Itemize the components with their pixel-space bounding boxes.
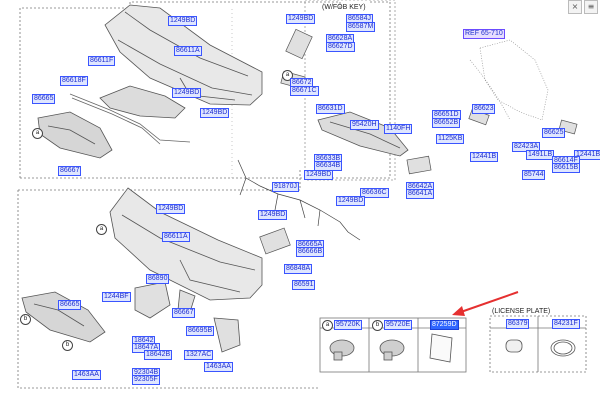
part-label[interactable]: 86631D (316, 104, 345, 114)
pad-image (429, 333, 453, 363)
reference-label[interactable]: REF 65-710 (463, 29, 505, 39)
part-label[interactable]: 1463AA (72, 370, 101, 380)
part-label[interactable]: 1463AA (204, 362, 233, 372)
part-label[interactable]: 1249BD (168, 16, 198, 26)
part-label[interactable]: 86611F (88, 56, 116, 66)
part-label[interactable]: 1249BD (336, 196, 366, 206)
part-label[interactable]: 1327AC (184, 350, 214, 360)
part-label[interactable]: 86611A (162, 232, 190, 242)
part-label[interactable]: 1140FH (384, 124, 413, 134)
part-label[interactable]: 85744 (522, 170, 546, 180)
front-lower-grille (99, 85, 186, 119)
part-label[interactable]: 95420H (350, 120, 379, 130)
part-label[interactable]: 1249BD (156, 204, 186, 214)
license-plate-caption: (LICENSE PLATE) (492, 308, 551, 315)
part-label[interactable]: 18642B (144, 350, 173, 360)
callout-b: b (372, 320, 383, 331)
menu-icon[interactable]: ≡ (584, 0, 598, 14)
front-strip (69, 93, 191, 145)
part-label[interactable]: 86666B (296, 247, 325, 257)
part-label[interactable]: 86625 (542, 128, 566, 138)
front-beam (317, 111, 409, 157)
rear-brackets (134, 281, 241, 353)
part-label[interactable]: 86652B (432, 118, 461, 128)
part-label[interactable]: 86848A (284, 264, 313, 274)
part-label[interactable]: 1249BD (286, 14, 316, 24)
part-label[interactable]: 1249BD (172, 88, 202, 98)
part-label[interactable]: 95720E (384, 320, 413, 330)
part-label[interactable]: 86671C (290, 86, 319, 96)
part-label[interactable]: 86379 (506, 319, 530, 329)
part-label[interactable]: 86623 (472, 104, 496, 114)
part-label[interactable]: 1249BD (200, 108, 230, 118)
part-label[interactable]: 12441B (574, 150, 600, 160)
part-label[interactable]: 84231F (552, 319, 580, 329)
rear-section-frame (17, 170, 320, 389)
front-skid-plate (37, 111, 113, 159)
close-icon[interactable]: × (568, 0, 582, 14)
rear-bumper-cover (109, 187, 263, 301)
part-label[interactable]: 92305F (132, 375, 160, 385)
part-label-selected[interactable]: 87259D (430, 320, 459, 330)
callout-a: a (32, 128, 43, 139)
part-label[interactable]: 86665 (32, 94, 56, 104)
wfob-key-caption: (W/FOB KEY) (322, 4, 366, 11)
part-label[interactable]: 86695B (186, 326, 215, 336)
part-label[interactable]: 86627D (326, 42, 355, 52)
part-label[interactable]: 86618F (60, 76, 88, 86)
part-label[interactable]: 86665 (58, 300, 82, 310)
rear-skid-plate (21, 291, 106, 343)
part-label[interactable]: 86636C (360, 188, 389, 198)
part-label[interactable]: 86615B (552, 163, 581, 173)
part-label[interactable]: 1491LB (526, 150, 555, 160)
part-label[interactable]: 1249BD (304, 170, 334, 180)
part-label[interactable]: 86890 (146, 274, 170, 284)
part-label[interactable]: 86587M (346, 22, 376, 32)
callout-b: b (20, 314, 31, 325)
callout-a: a (96, 224, 107, 235)
part-label[interactable]: 12441B (470, 152, 499, 162)
part-label[interactable]: 1125KB (436, 134, 465, 144)
ring-image (550, 339, 576, 357)
red-pointer-arrow (452, 291, 519, 316)
wiring-harness (237, 159, 361, 241)
sensor-b-image (379, 339, 405, 361)
part-label[interactable]: 86641A (406, 189, 435, 199)
part-label[interactable]: 91870J (272, 182, 299, 192)
callout-a: a (322, 320, 333, 331)
part-label[interactable]: 86667 (172, 308, 196, 318)
fender-reference (469, 39, 549, 121)
plug-image (505, 339, 523, 353)
bracket-parts (259, 28, 578, 255)
part-label[interactable]: 1244BF (102, 292, 131, 302)
callout-a: a (282, 70, 293, 81)
part-label[interactable]: 86591 (292, 280, 316, 290)
part-label[interactable]: 86611A (174, 46, 202, 56)
part-label[interactable]: 86667 (58, 166, 82, 176)
sensor-a-image (329, 339, 355, 361)
part-label[interactable]: 1249BD (258, 210, 288, 220)
part-label[interactable]: 95720K (334, 320, 363, 330)
callout-b: b (62, 340, 73, 351)
